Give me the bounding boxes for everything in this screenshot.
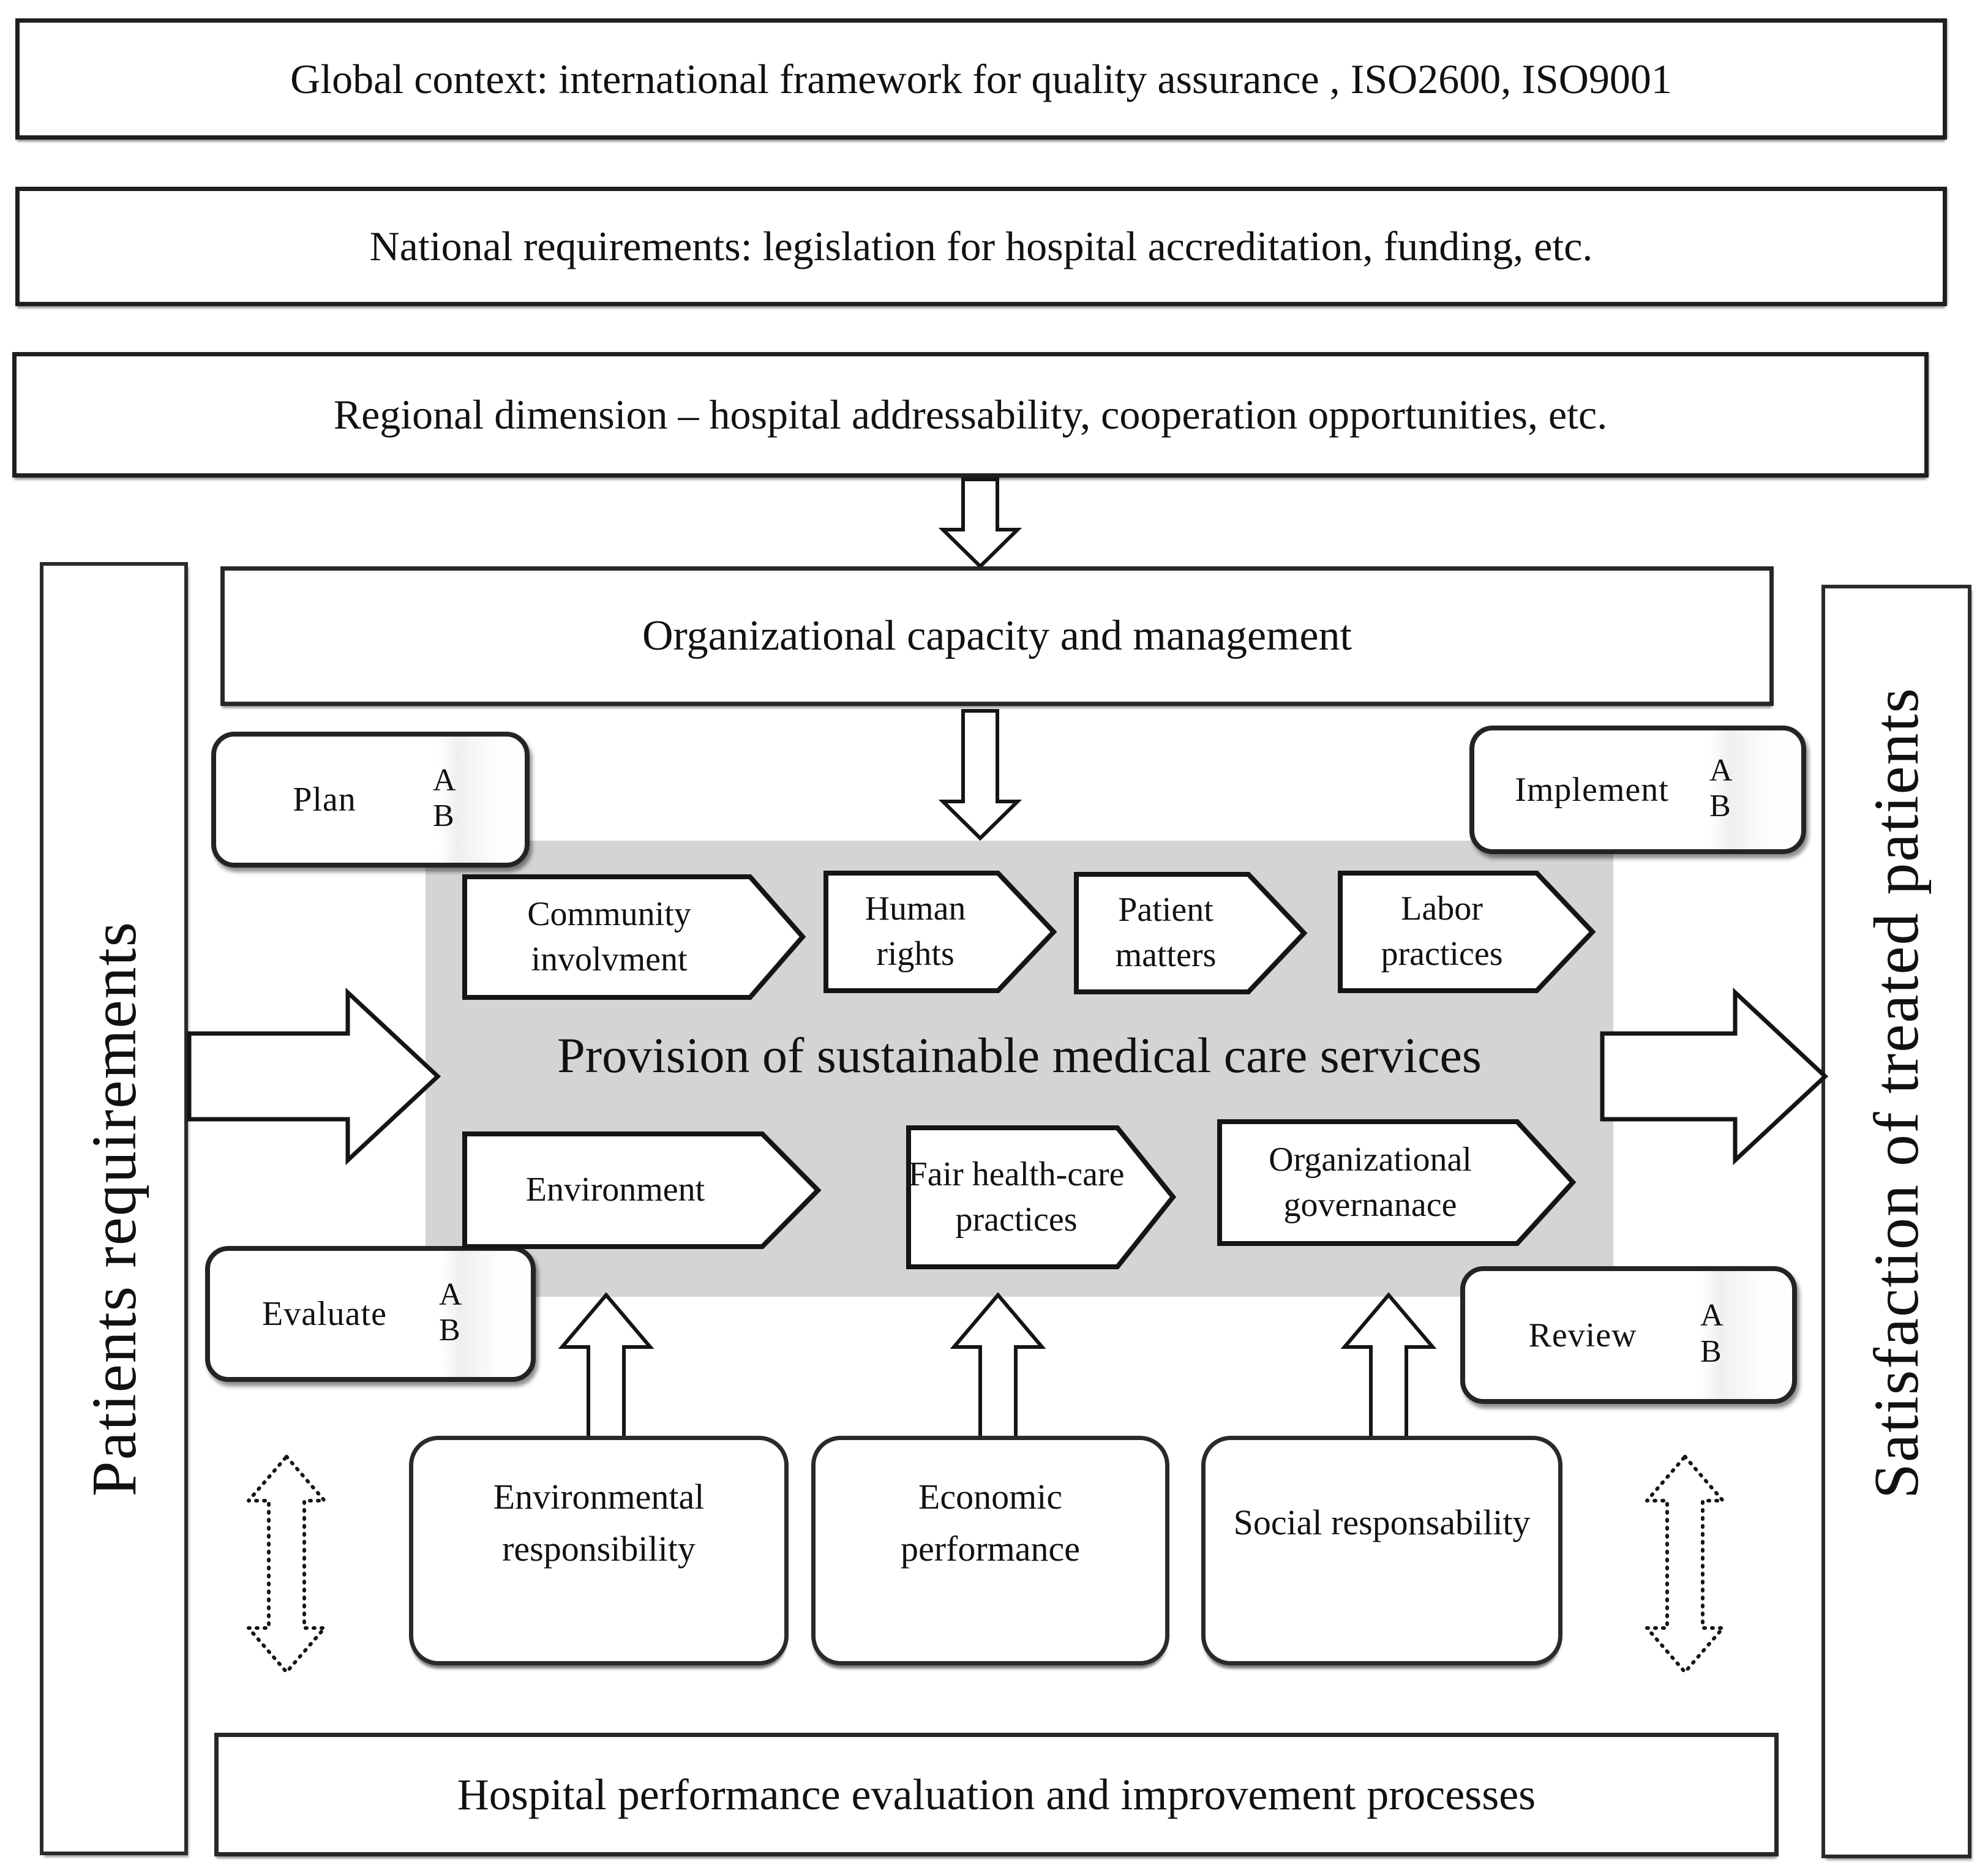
chevron-shape-icon [823, 871, 1057, 993]
review-b: B [1700, 1334, 1722, 1369]
review-label: Review [1528, 1316, 1637, 1354]
satisfaction-output-arrow-icon [1600, 987, 1829, 1166]
global-context-bar: Global context: international framework … [15, 18, 1947, 140]
chevron-shape-icon [462, 1131, 822, 1249]
national-requirements-bar: National requirements: legislation for h… [15, 187, 1947, 306]
implement-ab-badge: A B [1709, 753, 1801, 827]
pillar-social-responsability: Social responsability [1201, 1436, 1562, 1665]
review-a: A [1700, 1298, 1724, 1334]
regional-dimension-bar: Regional dimension – hospital addressabi… [12, 352, 1929, 478]
chevron-human-rights-label: Human rights [865, 890, 966, 973]
chevron-patient-matters: Patient matters [1074, 872, 1308, 994]
patients-input-arrow-icon [187, 987, 441, 1166]
chevron-community-involvment: Community involvment [462, 874, 806, 1000]
evaluate-box: Evaluate A B [205, 1246, 536, 1382]
chevron-organizational-governance-label: Organizational governanace [1269, 1140, 1472, 1224]
hospital-performance-label: Hospital performance evaluation and impr… [457, 1769, 1536, 1819]
implement-a: A [1709, 752, 1733, 788]
implement-b: B [1709, 789, 1731, 824]
chevron-shape-icon [1338, 871, 1596, 993]
satisfaction-patients-bar: Satisfaction of treated patients [1821, 585, 1971, 1858]
chevron-patient-matters-label: Patient matters [1115, 891, 1217, 974]
chevron-organizational-governance: Organizational governanace [1217, 1119, 1577, 1246]
chevron-labor-practices-label: Labor practices [1381, 890, 1503, 973]
satisfaction-patients-label: Satisfaction of treated patients [1861, 686, 1932, 1499]
patients-requirements-label: Patients requirements [78, 920, 149, 1497]
core-title: Provision of sustainable medical care se… [557, 1027, 1482, 1083]
national-requirements-label: National requirements: legislation for h… [369, 223, 1593, 270]
implement-box: Implement A B [1469, 726, 1806, 854]
pillar-economic-performance: Economic performance [811, 1436, 1169, 1665]
pillar-environmental-label: Environmental responsibility [493, 1477, 705, 1569]
pillar-economic-label: Economic performance [900, 1477, 1081, 1569]
plan-box: Plan A B [211, 732, 530, 868]
plan-ab-badge: A B [433, 763, 525, 836]
pillar-environmental-responsibility: Environmental responsibility [409, 1436, 789, 1665]
evaluate-ab-badge: A B [439, 1277, 531, 1351]
evaluate-b: B [439, 1313, 460, 1348]
evaluate-label: Evaluate [262, 1295, 387, 1333]
chevron-human-rights: Human rights [823, 871, 1057, 993]
plan-label: Plan [293, 781, 356, 819]
organizational-capacity-box: Organizational capacity and management [220, 566, 1774, 706]
hospital-performance-box: Hospital performance evaluation and impr… [214, 1733, 1779, 1856]
organizational-capacity-label: Organizational capacity and management [642, 612, 1352, 659]
dotted-double-arrow-left-icon [247, 1455, 326, 1674]
chevron-environment: Environment [462, 1131, 822, 1249]
chevron-labor-practices: Labor practices [1338, 871, 1596, 993]
chevron-shape-icon [1217, 1119, 1577, 1246]
chevron-fair-healthcare: Fair health-care practices [906, 1125, 1177, 1269]
review-box: Review A B [1460, 1266, 1797, 1404]
evaluate-a: A [439, 1277, 462, 1312]
chevron-shape-icon [906, 1125, 1177, 1269]
chevron-shape-icon [1074, 872, 1308, 994]
chevron-environment-label: Environment [525, 1171, 705, 1209]
plan-b: B [433, 798, 454, 833]
chevron-fair-healthcare-label: Fair health-care practices [908, 1155, 1125, 1239]
patients-requirements-bar: Patients requirements [40, 562, 188, 1855]
dotted-double-arrow-right-icon [1645, 1455, 1725, 1674]
down-arrow-core-icon [938, 709, 1022, 841]
plan-a: A [433, 762, 456, 798]
chevron-shape-icon [462, 874, 806, 1000]
implement-label: Implement [1515, 771, 1669, 809]
regional-dimension-label: Regional dimension – hospital addressabi… [333, 391, 1608, 438]
pillar-social-label: Social responsability [1233, 1503, 1531, 1543]
chevron-community-involvment-label: Community involvment [527, 895, 691, 978]
down-arrow-context-icon [938, 478, 1022, 569]
review-ab-badge: A B [1700, 1298, 1792, 1371]
global-context-label: Global context: international framework … [290, 55, 1672, 102]
